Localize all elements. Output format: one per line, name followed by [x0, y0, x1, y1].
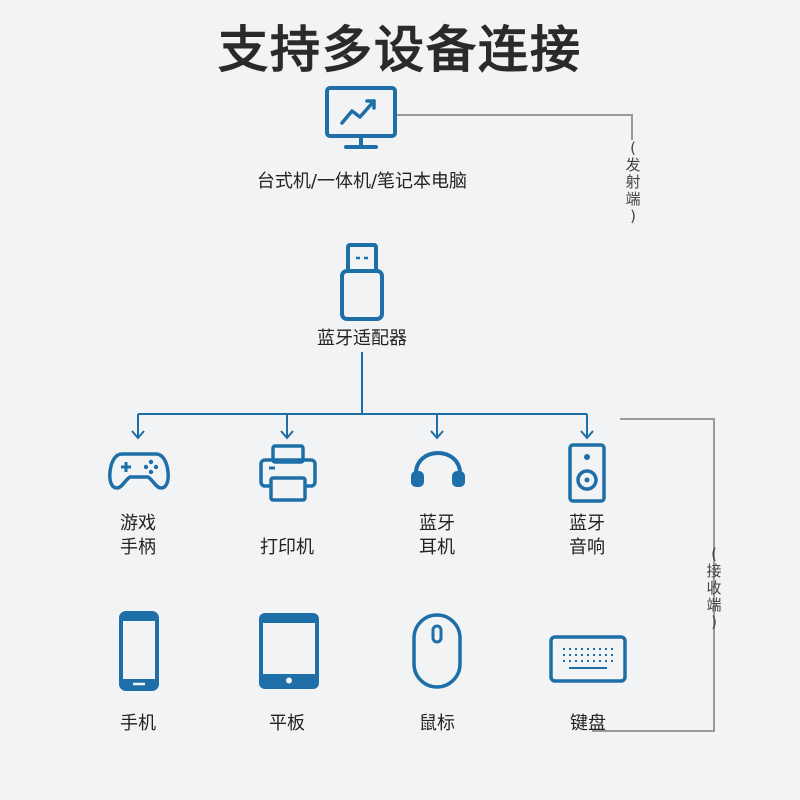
phone-icon: [119, 611, 159, 691]
source-label: 台式机/一体机/笔记本电脑: [256, 171, 468, 192]
sender-side-label: ( 发 射 端 ): [625, 139, 641, 225]
page-title: 支持多设备连接: [218, 21, 582, 79]
receiver-bracket-line: [592, 418, 715, 732]
usb-adapter-icon: [340, 243, 384, 321]
arrow-down-icon: [430, 430, 444, 440]
connection-tree: [131, 352, 594, 440]
tablet-icon: [259, 613, 319, 689]
keyboard-icon: [549, 635, 627, 683]
printer-icon: [259, 444, 317, 502]
device-label-mouse: 鼠标: [419, 713, 455, 734]
device-label-printer: 打印机: [260, 537, 314, 558]
adapter-label: 蓝牙适配器: [317, 328, 407, 349]
device-label-speaker: 蓝牙 音响: [569, 513, 605, 558]
speaker-icon: [568, 443, 606, 503]
mouse-icon: [412, 613, 462, 689]
device-label-gamepad: 游戏 手柄: [120, 513, 156, 558]
device-label-headphones: 蓝牙 耳机: [419, 513, 455, 558]
receiver-side-label: ( 接 收 端 ): [706, 545, 722, 631]
arrow-down-icon: [131, 430, 145, 440]
device-label-tablet: 平板: [269, 713, 305, 734]
arrow-down-icon: [280, 430, 294, 440]
device-label-phone: 手机: [120, 713, 156, 734]
gamepad-icon: [108, 452, 170, 490]
arrow-down-icon: [580, 430, 594, 440]
headphones-icon: [411, 450, 465, 487]
sender-bracket-line: [395, 114, 633, 140]
device-label-keyboard: 键盘: [570, 713, 606, 734]
monitor-icon: [325, 86, 397, 149]
